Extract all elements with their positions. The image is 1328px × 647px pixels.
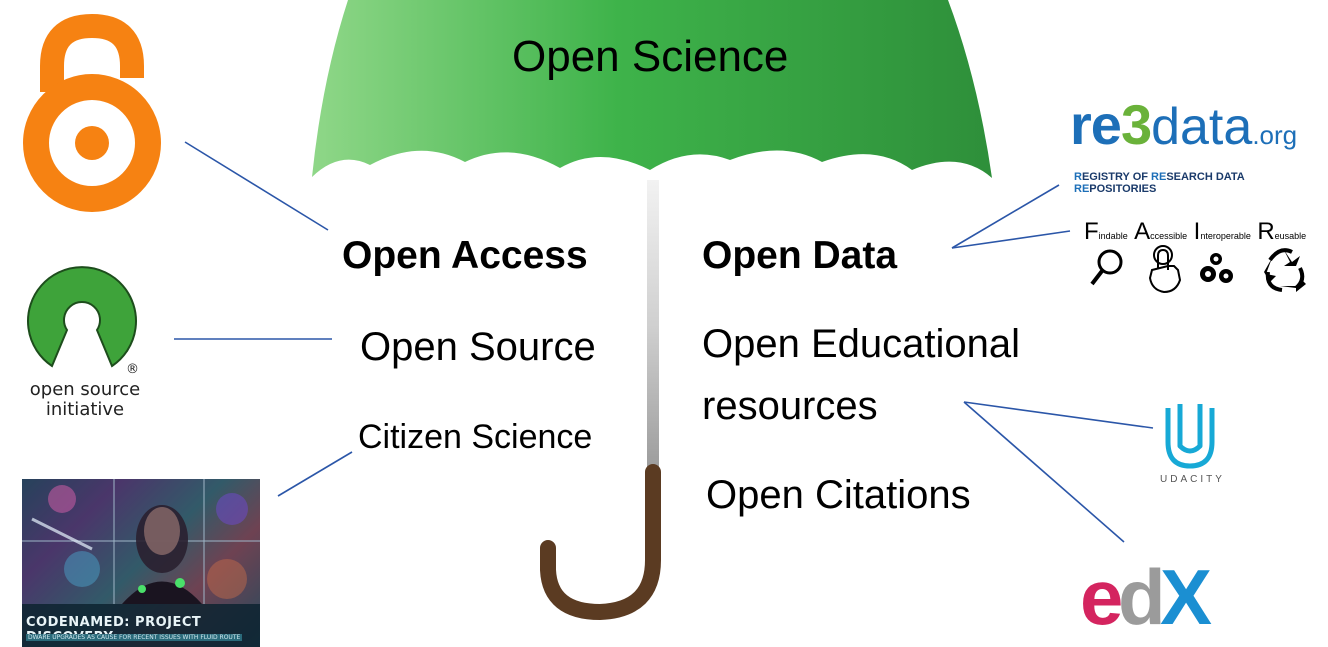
re3data-tag-r1: R [1074, 171, 1082, 183]
umbrella-canopy [312, 0, 992, 178]
fair-f: F [1084, 218, 1099, 245]
label-open-access: Open Access [342, 234, 588, 277]
re3data-org: .org [1252, 120, 1298, 150]
fair-principles-row: Findable Accessible Interoperable Reusab… [1084, 218, 1324, 246]
connector-open-access [184, 141, 329, 231]
osi-logo-text: open source initiative [4, 380, 166, 420]
label-open-source: Open Source [360, 325, 596, 369]
open-access-lock-icon [23, 13, 161, 212]
project-discovery-title: CODENAMED: PROJECT DISCOVERY [26, 615, 202, 645]
label-oer-line2: resources [702, 384, 878, 428]
project-discovery-image: CODENAMED: PROJECT DISCOVERY DWARE UPGRA… [22, 479, 260, 647]
re3data-tag-r2: RE [1151, 171, 1167, 183]
edx-x: X [1160, 553, 1212, 641]
re3data-re: re [1070, 93, 1122, 156]
connector-citizen-science [277, 451, 353, 497]
label-oer-line1: Open Educational [702, 322, 1021, 366]
fair-f-rest: indable [1098, 231, 1128, 241]
project-discovery-subtitle: DWARE UPGRADES AS CAUSE FOR RECENT ISSUE… [26, 634, 243, 641]
umbrella-shaft [647, 180, 659, 475]
edx-logo: e d X [1080, 553, 1212, 641]
re3data-data: data [1151, 98, 1253, 156]
connector-fair [951, 230, 1071, 249]
osi-line1: open source [29, 379, 141, 400]
re3data-tag-t1: EGISTRY OF [1081, 171, 1152, 183]
gears-icon [1200, 253, 1233, 283]
osi-keyhole-icon [27, 266, 137, 368]
re3data-tag-t3: POSITORIES [1089, 183, 1157, 195]
label-open-data: Open Data [702, 234, 898, 277]
connector-edx [963, 401, 1125, 543]
connector-lines [174, 141, 1154, 543]
fair-a-rest: ccessible [1150, 231, 1188, 241]
project-discovery-art [22, 479, 260, 647]
label-citizen-science: Citizen Science [358, 418, 593, 456]
recycle-icon [1264, 248, 1306, 292]
connector-re3data [951, 184, 1060, 249]
osi-registered-mark: ® [126, 362, 139, 377]
udacity-u-icon [1165, 404, 1215, 469]
re3data-tagline: REGISTRY OF RESEARCH DATA REPOSITORIES [1074, 171, 1320, 195]
udacity-wordmark: UDACITY [1160, 474, 1225, 485]
re3data-tag-r3: RE [1074, 183, 1090, 195]
re3data-tag-t2: SEARCH DATA [1166, 171, 1245, 183]
osi-line2: initiative [45, 399, 125, 420]
umbrella-handle [540, 464, 661, 621]
connector-udacity [963, 401, 1154, 429]
edx-d: d [1118, 553, 1166, 641]
touch-hand-icon [1148, 245, 1182, 294]
fair-a: A [1134, 218, 1151, 245]
re3data-logo: re3data.org REGISTRY OF RESEARCH DATA RE… [1070, 93, 1320, 196]
diagram-title: Open Science [512, 32, 789, 81]
label-open-citations: Open Citations [706, 473, 971, 517]
edx-e: e [1080, 553, 1123, 641]
fair-i-rest: nteroperable [1200, 231, 1251, 241]
magnifier-icon [1090, 249, 1123, 286]
fair-i: I [1193, 218, 1201, 245]
re3data-three: 3 [1120, 93, 1152, 156]
fair-r: R [1257, 218, 1275, 245]
fair-r-rest: eusable [1274, 231, 1307, 241]
